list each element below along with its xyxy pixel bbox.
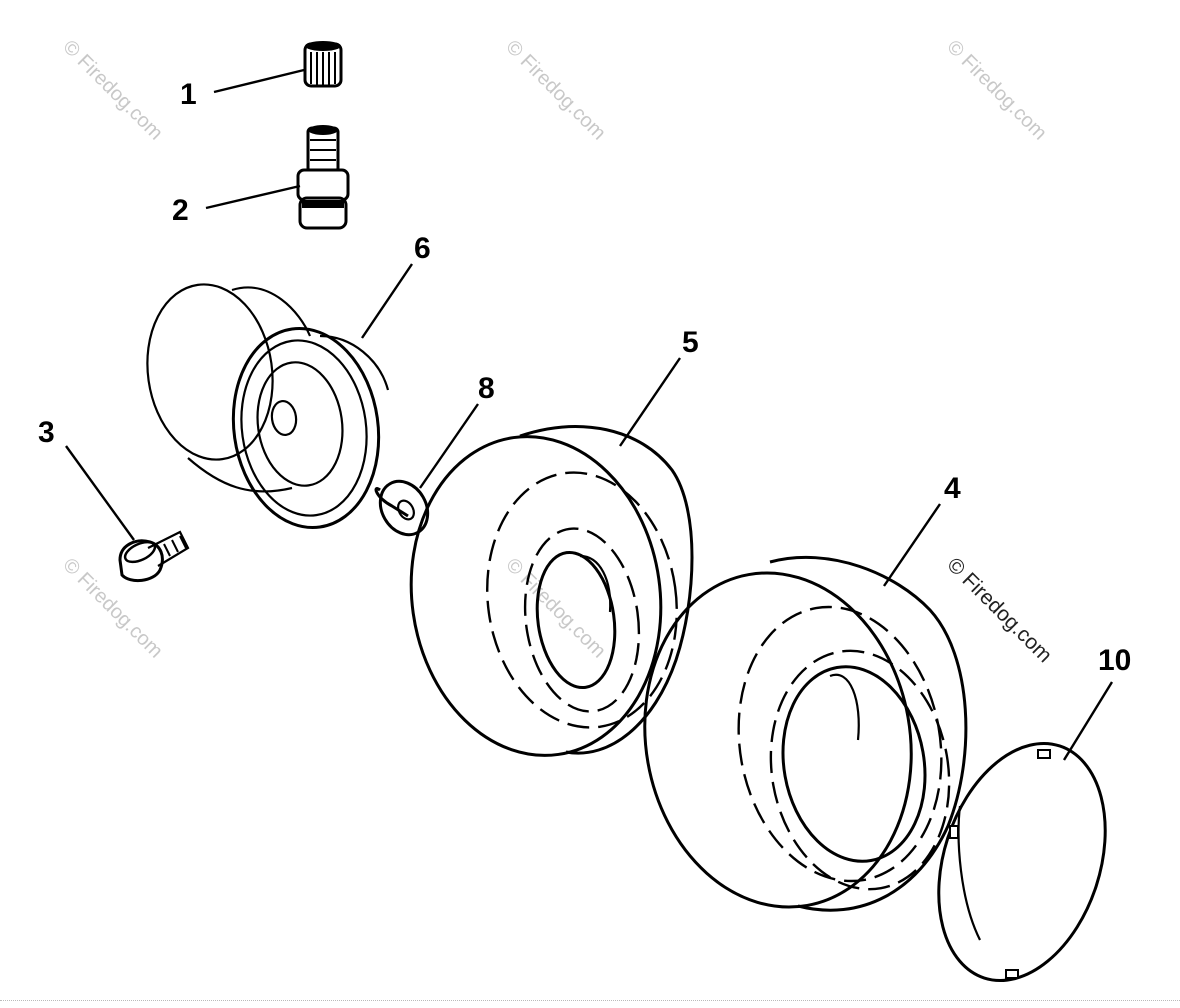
part-3-bolt — [118, 530, 190, 583]
part-6-wheel-rim — [146, 283, 390, 530]
callout-1: 1 — [180, 78, 197, 111]
part-5-tire — [409, 425, 694, 757]
leader-6 — [361, 263, 413, 339]
part-10-hub-cap — [937, 741, 1107, 983]
watermark-top-right: © Firedog.com — [942, 36, 1051, 145]
leader-10 — [1062, 681, 1114, 761]
leader-4 — [883, 503, 941, 587]
leader-1 — [213, 68, 305, 94]
watermark-mid-right: © Firedog.com — [942, 553, 1056, 667]
part-2-valve-stem — [296, 125, 350, 230]
part-4-tire — [643, 555, 968, 912]
watermark-mid-center: © Firedog.com — [501, 554, 610, 663]
bottom-divider — [0, 1000, 1180, 1001]
callout-4: 4 — [944, 472, 961, 505]
callout-10: 10 — [1098, 644, 1131, 677]
callout-3: 3 — [38, 416, 55, 449]
part-1-valve-cap — [303, 41, 343, 88]
callout-6: 6 — [414, 232, 431, 265]
leader-3 — [65, 445, 135, 541]
watermark-mid-left: © Firedog.com — [58, 554, 167, 663]
watermarks: © Firedog.com © Firedog.com © Firedog.co… — [58, 36, 1056, 667]
leader-5 — [619, 357, 681, 447]
callout-5: 5 — [682, 326, 699, 359]
leader-8 — [419, 403, 479, 489]
callout-8: 8 — [478, 372, 495, 405]
callout-2: 2 — [172, 194, 189, 227]
watermark-top-left: © Firedog.com — [58, 36, 167, 145]
leader-2 — [205, 184, 301, 210]
watermark-top-center: © Firedog.com — [501, 36, 610, 145]
